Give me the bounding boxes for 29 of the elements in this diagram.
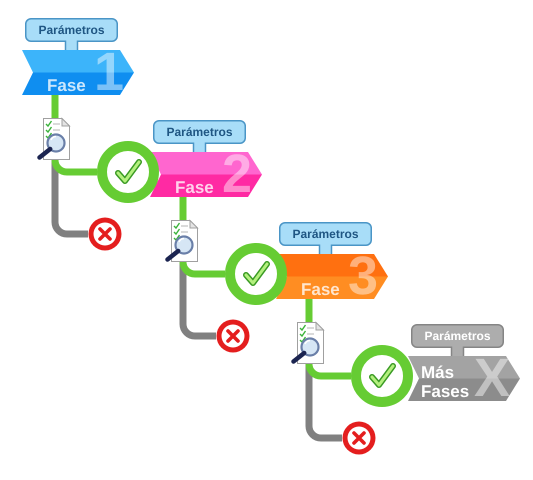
parameter-label: Parámetros (292, 227, 359, 241)
connector-line (306, 299, 312, 322)
phase-banner (276, 254, 388, 299)
document-magnifier-icon (164, 220, 198, 262)
speech-bubble (153, 120, 246, 152)
connector-line (52, 95, 58, 118)
phase-label: Fase (301, 280, 340, 299)
check-circle-icon (97, 141, 159, 203)
check-circle-icon (225, 243, 287, 305)
phase-number: 1 (94, 51, 124, 94)
phase-label: Fase (47, 76, 86, 95)
phase-label: Más Fases (421, 363, 470, 401)
parameter-label: Parámetros (424, 329, 491, 343)
check-circle-icon (351, 345, 413, 407)
phase-label: Fase (175, 178, 214, 197)
phase-number: 3 (348, 255, 378, 298)
document-magnifier-icon (36, 118, 70, 160)
phase-banner (22, 50, 134, 95)
connector-line (180, 197, 186, 220)
error-x-circle-icon (216, 319, 250, 353)
parameter-label: Parámetros (166, 125, 233, 139)
error-x-circle-icon (88, 217, 122, 251)
speech-bubble (279, 222, 372, 254)
speech-bubble (25, 18, 118, 50)
speech-bubble (411, 324, 504, 356)
document-magnifier-icon (290, 322, 324, 364)
phase-banner (408, 356, 520, 401)
parameter-label: Parámetros (38, 23, 105, 37)
error-x-circle-icon (342, 421, 376, 455)
